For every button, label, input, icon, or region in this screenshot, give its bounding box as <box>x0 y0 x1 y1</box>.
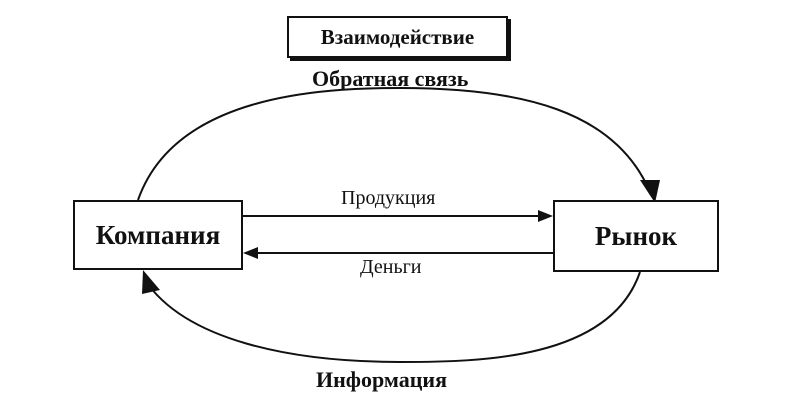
company-node: Компания <box>73 200 243 270</box>
product-arrowhead <box>538 210 553 222</box>
feedback-arrowhead <box>640 180 660 203</box>
information-arrowhead <box>142 270 160 294</box>
money-arrowhead <box>243 247 258 259</box>
money-label: Деньги <box>360 256 422 278</box>
information-arc <box>144 271 641 364</box>
diagram-title: Взаимодействие <box>287 16 508 58</box>
feedback-arc <box>137 86 651 201</box>
feedback-label: Обратная связь <box>312 66 469 91</box>
product-label: Продукция <box>341 187 436 209</box>
information-label: Информация <box>316 367 448 392</box>
market-node: Рынок <box>553 200 719 272</box>
